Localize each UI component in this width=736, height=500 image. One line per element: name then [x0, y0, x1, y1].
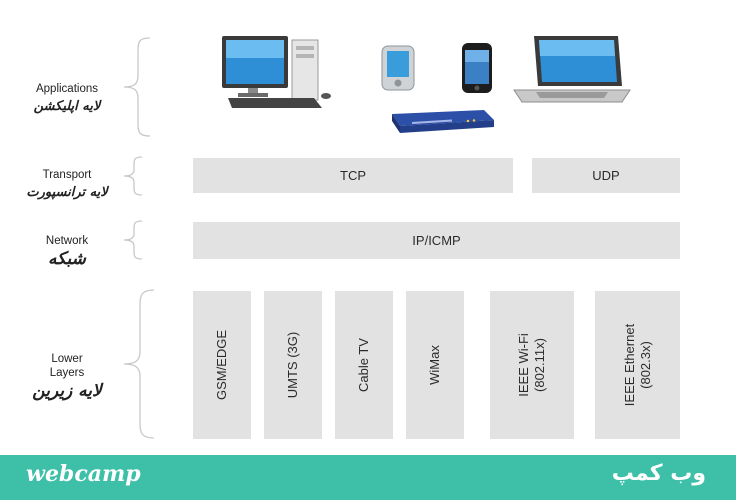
lower-layer-box-umts: UMTS (3G) [264, 291, 322, 439]
network-label-en: Network [45, 235, 89, 247]
lower-layers-label: Lower Layers لایه زیرین [14, 352, 120, 401]
transport-brace [123, 156, 143, 196]
network-brace [123, 220, 143, 260]
ip-icmp-label: IP/ICMP [412, 233, 461, 248]
applications-label-fa: لایه اپلیکشن [33, 99, 101, 114]
lower-label-fa: لایه زیرین [32, 381, 102, 401]
lower-layer-box-wimax: WiMax [406, 291, 464, 439]
tcp-box: TCP [193, 158, 513, 193]
applications-label-en: Applications [35, 83, 98, 95]
lower-label-en-line2: Layers [49, 367, 85, 379]
lower-layer-line2: (802.3x) [637, 341, 653, 389]
lower-layer-box-cable: Cable TV [335, 291, 393, 439]
lower-label-en-line1: Lower [51, 353, 83, 365]
network-router-icon [392, 110, 494, 133]
lower-layer-text-umts: UMTS (3G) [285, 332, 301, 398]
smartphone-icon [462, 43, 492, 93]
lower-layer-line1: IEEE Ethernet [621, 323, 637, 407]
brand-logo-en: webcamp [26, 461, 141, 487]
lower-layer-box-wifi: IEEE Wi-Fi (802.11x) [490, 291, 574, 439]
lower-layer-text-wimax: WiMax [427, 345, 443, 385]
footer-bar: webcamp وب کمپ [0, 455, 736, 500]
desktop-computer-icon [222, 36, 331, 108]
network-layer-label: Network شبکه [14, 234, 120, 269]
lower-layer-text-cable: Cable TV [356, 338, 372, 392]
ip-icmp-box: IP/ICMP [193, 222, 680, 259]
pda-icon [381, 45, 415, 91]
udp-label: UDP [592, 168, 620, 183]
udp-box: UDP [532, 158, 680, 193]
laptop-icon [513, 36, 631, 103]
lower-layer-line1: GSM/EDGE [214, 329, 229, 401]
lower-layers-brace [123, 289, 155, 439]
transport-layer-label: Transport لایه ترانسپورت [14, 168, 120, 200]
tcp-label: TCP [340, 168, 366, 183]
transport-label-fa: لایه ترانسپورت [26, 185, 108, 200]
lower-layer-line1: WiMax [427, 345, 442, 385]
lower-layer-line2: (802.11x) [532, 338, 547, 392]
lower-layer-line1: Cable TV [356, 338, 371, 392]
lower-layer-box-ethernet: IEEE Ethernet (802.3x) [595, 291, 680, 439]
applications-layer-label: Applications لایه اپلیکشن [14, 82, 120, 114]
lower-layer-text-gsm: GSM/EDGE [214, 330, 230, 400]
lower-layer-line1: UMTS (3G) [285, 331, 300, 399]
network-label-fa: شبکه [48, 249, 86, 269]
transport-label-en: Transport [42, 169, 92, 181]
applications-brace [123, 37, 151, 137]
lower-layer-text-ethernet: IEEE Ethernet (802.3x) [622, 324, 654, 406]
lower-layer-text-wifi: IEEE Wi-Fi (802.11x) [516, 333, 548, 397]
lower-layer-line1: IEEE Wi-Fi [516, 333, 531, 397]
brand-logo-fa: وب کمپ [611, 461, 706, 486]
lower-layer-box-gsm: GSM/EDGE [193, 291, 251, 439]
